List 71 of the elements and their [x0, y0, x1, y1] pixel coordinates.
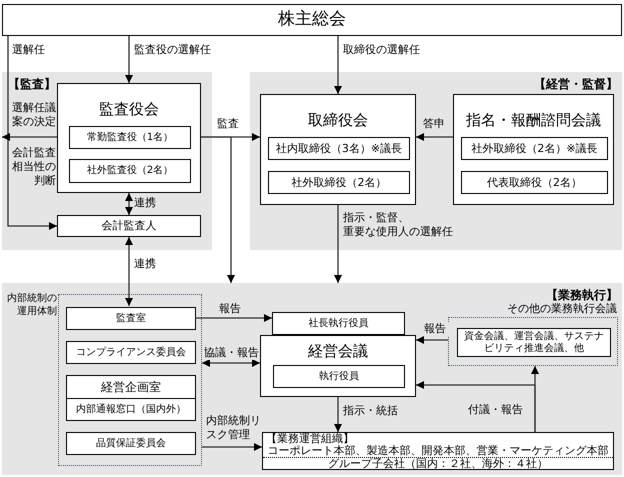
- board-box: [260, 94, 416, 205]
- note-label: 会計監査相当性の判断: [12, 146, 56, 188]
- edge-label: 報告: [424, 322, 452, 336]
- organization-box: [262, 432, 614, 470]
- department-box: [66, 307, 196, 330]
- arrow: [202, 359, 260, 367]
- section-band: [250, 72, 622, 250]
- box-label: 社長執行役員: [308, 318, 368, 330]
- arrow: [125, 237, 133, 306]
- arrow: [125, 36, 133, 83]
- box-label: 常勤監査役（1名）: [86, 132, 174, 144]
- member-box: [268, 137, 410, 160]
- section-heading: 【経営・監督】: [534, 76, 618, 93]
- arrow: [2, 133, 57, 141]
- committee-box: [453, 94, 614, 205]
- box-label: 会計監査人: [102, 219, 156, 233]
- arrow: [334, 205, 342, 283]
- box-label: 資金会議、運営会議、サステナビリティ推進会議、他: [463, 330, 605, 354]
- arrow: [195, 314, 272, 322]
- box-label: 経営企画室: [101, 378, 161, 396]
- board-box: [57, 83, 201, 193]
- member-box: [461, 137, 608, 160]
- arrow: [334, 397, 342, 432]
- arrow: [201, 136, 235, 283]
- box-title: 株主総会: [278, 8, 346, 32]
- edge-label: 選解任議案の決定: [12, 101, 56, 128]
- box-title: 監査役会: [98, 99, 160, 120]
- arrow: [7, 36, 57, 230]
- section-band: [2, 72, 212, 250]
- meeting-list-box: [457, 328, 611, 357]
- box-title: 指名・報酬諮問会議: [465, 110, 602, 131]
- department-box: [66, 375, 196, 421]
- committee-box: [66, 341, 196, 364]
- auditor-box: [57, 215, 201, 237]
- box-label: 代表取締役（2名）: [487, 176, 582, 190]
- box-label: グループ子会社（国内：２社、海外：４社）: [328, 458, 548, 470]
- box-label: 社外監査役（2名）: [86, 165, 174, 177]
- section-heading: 【監査】: [8, 76, 56, 93]
- section-band: [2, 283, 622, 475]
- arrow: [202, 443, 262, 451]
- member-box: [69, 159, 191, 183]
- arrow: [334, 36, 342, 94]
- box-label: 社外取締役（2名）※議長: [471, 142, 598, 156]
- member-box: [273, 365, 405, 388]
- box-label: 内部通報窓口（国内外）: [76, 402, 186, 417]
- member-box: [268, 171, 410, 194]
- box-label: 監査室: [116, 312, 146, 324]
- arrow: [416, 336, 448, 344]
- executive-box: [272, 312, 405, 335]
- member-box: [69, 126, 191, 149]
- section-heading: 【業務執行】: [546, 287, 618, 302]
- arrow: [531, 366, 539, 432]
- arrow: [125, 193, 133, 215]
- meeting-box: [2, 4, 622, 36]
- meeting-box: [260, 335, 416, 397]
- edge-label: 協議・報告: [204, 346, 259, 360]
- box-label: 品質保証委員会: [96, 438, 166, 450]
- committee-box: [66, 432, 196, 455]
- box-title: 【業務運営組織】: [266, 433, 354, 445]
- box-label: 社外取締役（2名）: [292, 176, 386, 190]
- arrow: [416, 133, 453, 141]
- group-heading: その他の業務執行会議: [507, 301, 617, 316]
- box-title: 取締役会: [307, 110, 369, 131]
- edge-label: 内部統制リスク管理: [206, 414, 261, 442]
- member-box: [461, 171, 608, 194]
- box-label: 執行役員: [319, 370, 359, 382]
- box-label: 社内取締役（3名）※議長: [276, 142, 402, 156]
- group-heading: 内部統制の運用体制: [6, 293, 57, 318]
- box-label: コンプライアンス委員会: [76, 346, 186, 358]
- box-label: コーポレート本部、製造本部、開発本部、営業・マーケティング本部: [268, 445, 608, 458]
- box-title: 経営会議: [307, 341, 369, 362]
